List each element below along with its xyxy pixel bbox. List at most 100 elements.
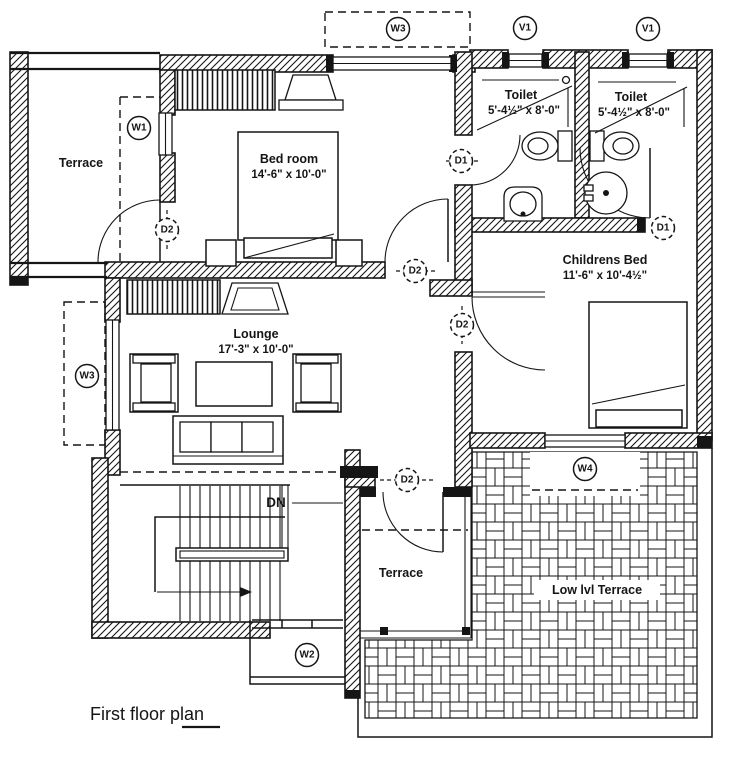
marker-text: W4 <box>578 464 593 475</box>
washbasin-faucet <box>583 194 594 202</box>
marker-circle <box>294 642 320 668</box>
staircase: DN <box>120 484 343 621</box>
wall-cap <box>340 466 378 478</box>
door-swing-arc <box>469 134 521 186</box>
window-frame <box>252 619 343 629</box>
washbasin-faucet <box>583 184 594 192</box>
marker-d1-toilet-right: D1 <box>650 215 676 241</box>
low-terrace-border <box>357 448 713 738</box>
wc-tank <box>589 130 605 162</box>
marker-circle <box>448 148 474 174</box>
wall <box>454 217 646 233</box>
room-label-toilet-left: Toilet <box>505 88 538 102</box>
terrace-edge <box>360 497 472 639</box>
door-terrace-bottom <box>382 491 444 553</box>
wc-bowl-inner <box>527 137 549 155</box>
window-w2 <box>252 619 343 629</box>
door-swing-arc <box>471 296 546 371</box>
marker-text: V1 <box>642 24 655 35</box>
door-swing-arc <box>384 198 449 263</box>
wall-cap <box>667 52 674 68</box>
room-label-bedroom: Bed room <box>260 152 318 166</box>
window-w3-left <box>105 319 120 431</box>
tv-console-inner <box>230 287 280 311</box>
wall <box>159 69 176 116</box>
accessory-hook <box>561 75 571 85</box>
side-table <box>205 239 237 267</box>
marker-circle <box>394 467 420 493</box>
paving-area <box>364 451 698 719</box>
marker-w3-left: W3 <box>74 363 100 389</box>
bed-fold-line <box>591 384 686 405</box>
stair-handrail <box>175 547 289 562</box>
marker-v1-left: V1 <box>512 15 538 41</box>
ventilator-v1-left <box>508 53 543 68</box>
wall-cap <box>502 52 509 68</box>
tv-console <box>221 282 289 315</box>
marker-text: D1 <box>657 223 670 234</box>
wall-cap <box>622 52 629 68</box>
marker-text: W1 <box>132 123 147 134</box>
terrace-bottom-edges <box>360 497 472 639</box>
marker-text: D2 <box>409 266 422 277</box>
room-label-terrace-bottom: Terrace <box>379 566 423 580</box>
room-dims-toilet-right: 5'-4½" x 8'-0" <box>598 107 670 119</box>
wall <box>454 351 473 488</box>
marker-text: W2 <box>300 650 315 661</box>
washbasin-drain <box>520 211 526 217</box>
column-marker <box>462 627 470 635</box>
bed <box>588 301 688 429</box>
walls <box>9 49 713 699</box>
w3-projection-box-top <box>324 11 471 48</box>
toilet-right-fixtures <box>583 81 688 215</box>
wc-bowl-inner <box>612 137 634 155</box>
parapet-line <box>10 261 107 279</box>
marker-circle <box>512 15 538 41</box>
wc-tank <box>557 130 573 162</box>
label-strike-line <box>594 86 688 134</box>
marker-text: D2 <box>456 320 469 331</box>
marker-circle <box>154 217 180 243</box>
sofa <box>172 415 284 465</box>
door-leaf <box>472 291 545 298</box>
room-dims-bedroom: 14'-6" x 10'-0" <box>251 169 326 181</box>
marker-d2-childrens: D2 <box>449 312 475 338</box>
room-dims-lounge: 17'-3" x 10'-0" <box>218 344 293 356</box>
reference-markers: W1 W3 V1 V1 D1 D1 D2 D2 D2 D2 W3 W4 W2 <box>74 15 676 668</box>
wall-cap <box>449 55 457 72</box>
marker-circle <box>74 363 100 389</box>
room-label-terrace-top: Terrace <box>59 156 103 170</box>
wall-cap <box>443 487 472 497</box>
door-terrace-top <box>97 199 161 263</box>
armchair-left <box>129 353 179 413</box>
marker-w2: W2 <box>294 642 320 668</box>
page-title: First floor plan <box>90 704 204 724</box>
marker-w1: W1 <box>126 115 152 141</box>
coffee-table <box>195 361 273 407</box>
projection-lines <box>63 11 638 531</box>
armchair-arm <box>132 354 176 364</box>
sofa-cushion <box>179 421 212 453</box>
w2-bay <box>249 620 345 685</box>
room-label-childrens-bed: Childrens Bed <box>563 253 648 267</box>
wall-cap <box>360 487 376 497</box>
ventilator-v1-right <box>628 53 668 68</box>
wall-cap <box>637 218 645 232</box>
armchair-arm <box>295 354 339 364</box>
label-strike-line <box>476 85 573 131</box>
stair-handrail-inner <box>179 550 285 559</box>
marker-v1-right: V1 <box>635 16 661 42</box>
room-labels: Terrace Bed room 14'-6" x 10'-0" Toilet … <box>59 88 670 597</box>
side-table <box>335 239 363 267</box>
wardrobe <box>174 69 276 111</box>
armchair-seat <box>300 363 332 403</box>
wall-cap <box>697 436 712 448</box>
dresser-stool <box>284 74 337 101</box>
wall-cap <box>10 277 28 285</box>
childrens-furniture <box>588 301 688 429</box>
armchair-arm <box>295 402 339 412</box>
door-childrens-bed <box>471 291 546 371</box>
marker-d2-bedroom: D2 <box>402 258 428 284</box>
